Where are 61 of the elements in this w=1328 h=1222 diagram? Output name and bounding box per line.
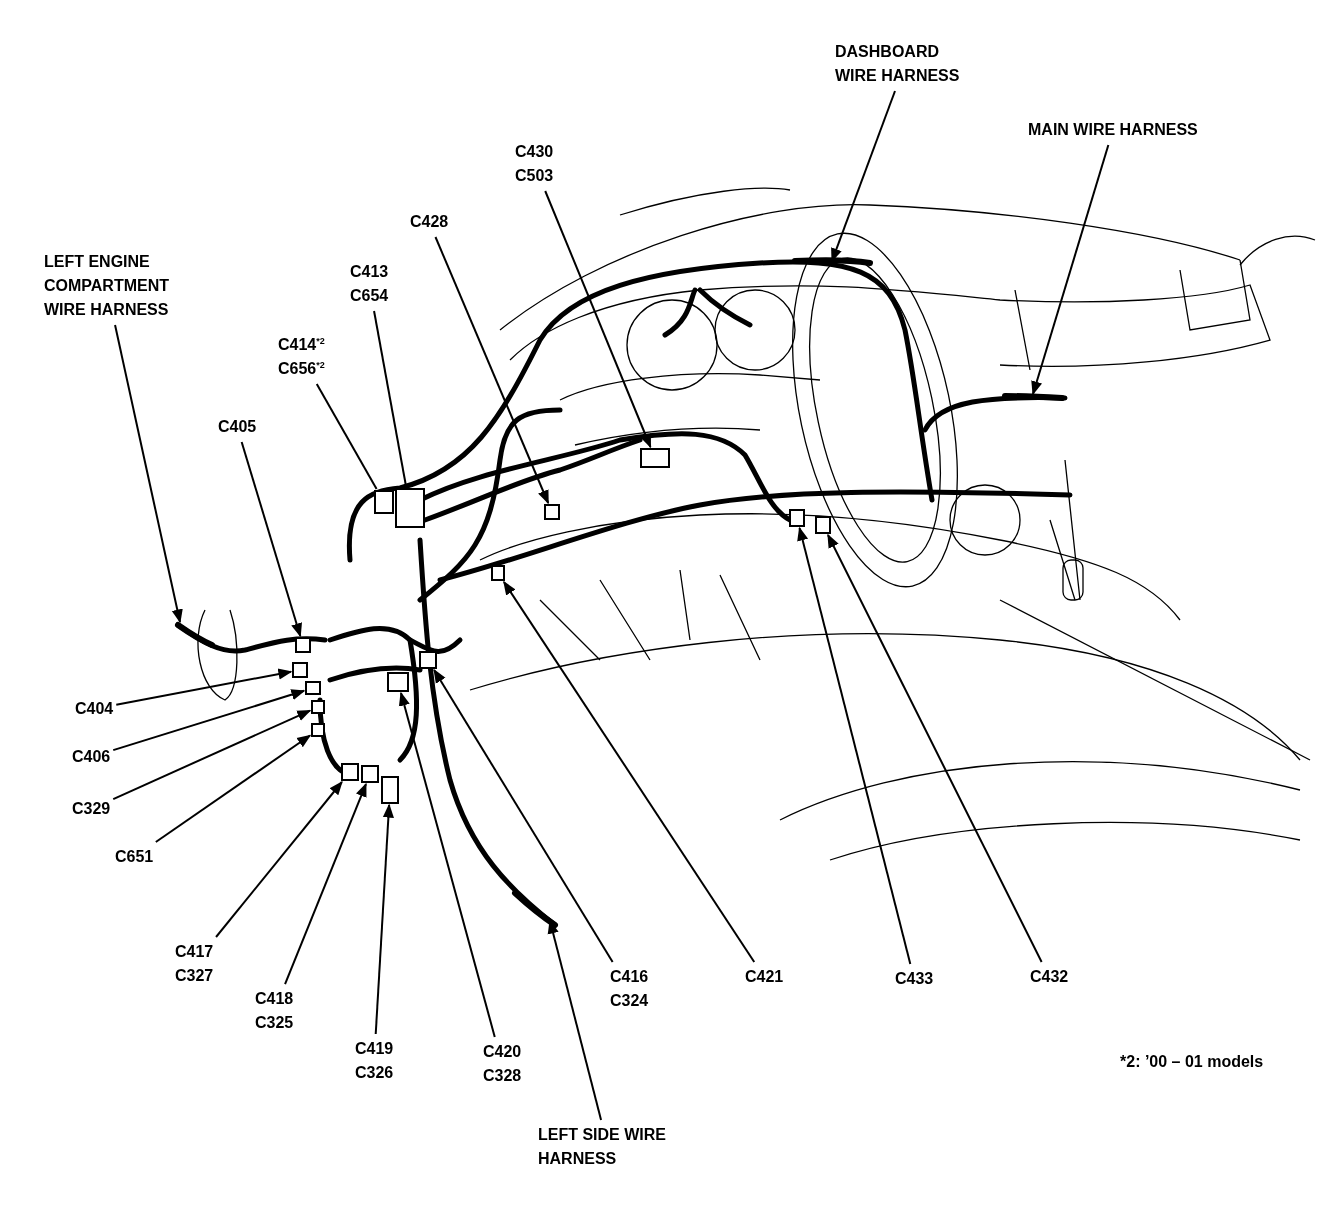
connector (395, 488, 425, 528)
wire-harness (1002, 393, 1065, 401)
connector (789, 509, 805, 527)
leader-line (315, 383, 378, 490)
connector (341, 763, 359, 781)
callout-label: C430 C503 (515, 140, 554, 188)
callout-label: DASHBOARD WIRE HARNESS (835, 40, 975, 88)
callout-label: LEFT ENGINE COMPARTMENT WIRE HARNESS (44, 250, 169, 322)
leader-line (1031, 144, 1110, 396)
leader-line (398, 691, 496, 1038)
connector (387, 672, 409, 692)
leader-line (433, 668, 614, 963)
callout-label: C417 C327 (175, 940, 214, 988)
callout-label: C651 (115, 845, 154, 869)
connector (815, 516, 831, 534)
connector (544, 504, 560, 520)
leader-line (112, 689, 306, 752)
wire-harness (175, 622, 215, 648)
connector (491, 565, 505, 581)
callout-label: C432 (1030, 965, 1069, 989)
leader-line (502, 580, 756, 963)
connector (305, 681, 321, 695)
wire-harness (792, 257, 873, 266)
leader-line (240, 441, 302, 638)
leader-line (284, 782, 367, 985)
callout-label: C329 (72, 797, 111, 821)
connector (419, 651, 437, 669)
leader-line (434, 236, 550, 505)
callout-label: C406 (72, 745, 111, 769)
leader-line (797, 526, 912, 965)
callout-label: C419 C326 (355, 1037, 394, 1085)
leader-line (115, 668, 293, 706)
callout-label: C418 C325 (255, 987, 294, 1035)
leader-line (544, 190, 652, 449)
callout-label: C420 C328 (483, 1040, 522, 1088)
callout-label: C405 (218, 415, 257, 439)
connector (311, 723, 325, 737)
leader-line (114, 324, 183, 624)
callout-label: C413 C654 (350, 260, 389, 308)
callout-label: MAIN WIRE HARNESS (1028, 118, 1198, 142)
leader-line (112, 709, 312, 801)
callout-label: C414$^{*2}$ C656$^{*2}$ (278, 333, 325, 381)
callout-label: C428 (410, 210, 449, 234)
callout-label: LEFT SIDE WIRE HARNESS (538, 1123, 678, 1171)
connector (640, 448, 670, 468)
callout-label: C416 C324 (610, 965, 649, 1013)
connector (361, 765, 379, 783)
leader-line (215, 780, 343, 938)
leader-line (827, 533, 1043, 963)
footnote: *2: ’00 – 01 models (1120, 1052, 1264, 1072)
wire-harness (512, 890, 558, 928)
connector (374, 490, 394, 514)
leader-line (154, 734, 312, 843)
connector (311, 700, 325, 714)
callout-label: C433 (895, 967, 934, 991)
leader-line (374, 803, 394, 1035)
connector (295, 637, 311, 653)
callout-label: C404 (75, 697, 114, 721)
connector (292, 662, 308, 678)
connector (381, 776, 399, 804)
callout-label: C421 (745, 965, 784, 989)
